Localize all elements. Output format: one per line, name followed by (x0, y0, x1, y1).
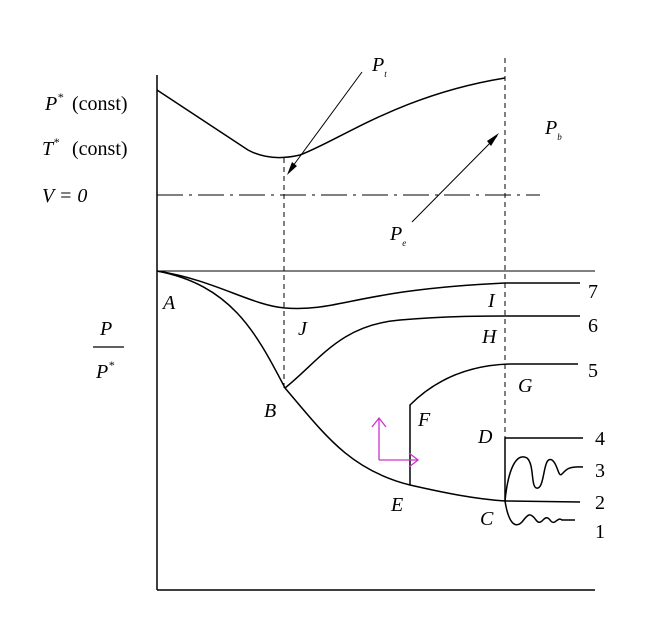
point-b: B (264, 400, 276, 422)
curve-number-1: 1 (595, 521, 605, 543)
ratio-numerator: P (99, 318, 112, 340)
nozzle-profile-curve (156, 77, 506, 159)
curve-number-6: 6 (588, 315, 598, 337)
label-p-b: Pb (544, 117, 562, 142)
point-i: I (487, 290, 496, 312)
point-a: A (161, 292, 176, 314)
horizontal-direction-arrow (379, 452, 420, 468)
point-g: G (518, 375, 533, 397)
vertical-direction-arrow (371, 416, 387, 460)
point-f: F (417, 409, 431, 431)
curve-number-7: 7 (588, 281, 598, 303)
label-t-star-const: (const) (72, 138, 128, 160)
point-d: D (477, 426, 493, 448)
curve-7 (156, 270, 580, 310)
ratio-denominator: P* (95, 358, 114, 383)
curve-4 (504, 437, 583, 501)
pe-arrow-head (487, 133, 499, 146)
label-p-star-const: (const) (72, 93, 128, 115)
label-v-zero: V = 0 (42, 185, 87, 207)
curve-6 (284, 315, 580, 389)
pt-leader-line (289, 71, 363, 171)
point-c: C (480, 508, 494, 530)
curve-5 (409, 363, 578, 485)
point-j: J (298, 318, 308, 340)
main-expansion-curve (156, 270, 581, 503)
curve-number-2: 2 (595, 492, 605, 514)
label-p-e: Pe (389, 223, 406, 248)
curve-3 (504, 456, 584, 502)
curve-number-3: 3 (595, 460, 605, 482)
point-h: H (481, 326, 498, 348)
label-p-t: Pt (371, 54, 387, 79)
label-p-star: P* (44, 90, 63, 115)
curve-number-5: 5 (588, 360, 598, 382)
label-t-star: T* (42, 135, 59, 160)
curve-number-4: 4 (595, 428, 605, 450)
pt-arrow-head (287, 162, 297, 175)
point-e: E (390, 494, 403, 516)
curve-1 (504, 500, 575, 526)
pe-leader-line (411, 135, 498, 223)
